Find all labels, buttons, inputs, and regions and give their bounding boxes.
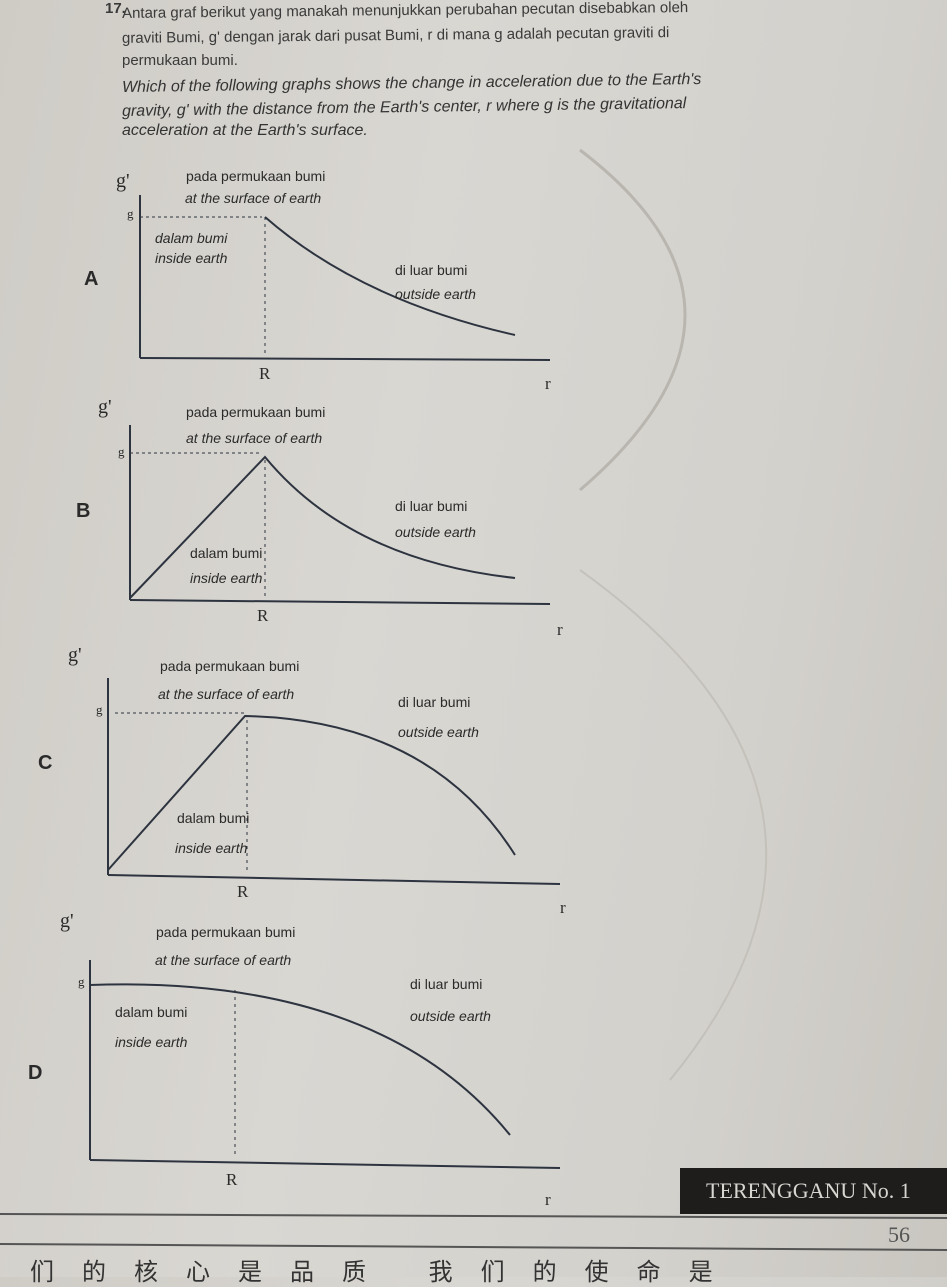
g-tick-label: g: [78, 974, 85, 989]
surface-label-en: at the surface of earth: [155, 952, 292, 968]
x-axis: [89, 1159, 561, 1169]
x-axis: [107, 874, 561, 885]
outside-label-en: outside earth: [395, 286, 476, 302]
inside-label-en: inside earth: [115, 1034, 188, 1050]
curve: [89, 983, 511, 1136]
x-axis-label: r: [560, 898, 566, 917]
outside-label: di luar bumi: [398, 694, 471, 710]
curve: [107, 714, 516, 871]
surface-label: pada permukaan bumi: [186, 404, 326, 420]
bottom-chinese-text: 们的核心是品质 我们的使命是: [30, 1259, 741, 1286]
graph-a: [139, 195, 551, 361]
outside-label-en: outside earth: [395, 524, 476, 540]
graph-c: [107, 678, 561, 885]
option-b-label[interactable]: B: [76, 500, 91, 522]
option-c-label[interactable]: C: [38, 752, 53, 774]
x-axis: [129, 599, 551, 605]
R-label: R: [259, 364, 271, 383]
inside-label: dalam bumi: [115, 1004, 188, 1020]
bleed-through-arc: [579, 569, 768, 1081]
bleed-through-arc: [579, 148, 687, 492]
g-tick-label: g: [96, 702, 103, 717]
surface-label-en: at the surface of earth: [158, 686, 295, 702]
y-axis-label: g': [68, 644, 82, 666]
y-axis-label: g': [98, 396, 112, 418]
x-axis-label: r: [545, 374, 551, 393]
g-tick-label: g: [118, 444, 125, 459]
page-number: 56: [888, 1222, 910, 1247]
inside-label: dalam bumi: [190, 545, 263, 561]
option-a-label[interactable]: A: [84, 268, 99, 290]
x-axis-label: r: [557, 620, 563, 639]
R-label: R: [226, 1170, 238, 1189]
surface-label: pada permukaan bumi: [156, 924, 296, 940]
surface-label-en: at the surface of earth: [186, 430, 323, 446]
question-malay-line: permukaan bumi.: [122, 52, 238, 69]
question-number: 17.: [105, 0, 126, 17]
surface-label-en: at the surface of earth: [185, 190, 322, 206]
question-english-line: acceleration at the Earth's surface.: [122, 122, 368, 139]
g-tick-label: g: [127, 206, 134, 221]
inside-label-en: inside earth: [155, 250, 228, 266]
outside-label-en: outside earth: [410, 1008, 491, 1024]
surface-label: pada permukaan bumi: [186, 168, 326, 184]
option-d-label[interactable]: D: [28, 1062, 43, 1084]
footer-banner: TERENGGANU No. 1: [680, 1168, 947, 1214]
outside-label: di luar bumi: [410, 976, 483, 992]
R-label: R: [257, 606, 269, 625]
y-axis-label: g': [60, 910, 74, 932]
outside-label: di luar bumi: [395, 262, 468, 278]
x-axis-label: r: [545, 1190, 551, 1209]
outside-label: di luar bumi: [395, 498, 468, 514]
y-axis-label: g': [116, 170, 130, 192]
R-label: R: [237, 882, 249, 901]
footer-rule: [0, 1213, 947, 1219]
inside-label-en: inside earth: [190, 570, 263, 586]
inside-label: dalam bumi: [177, 810, 250, 826]
footer-rule: [0, 1243, 947, 1251]
curve: [129, 455, 516, 599]
inside-label-en: inside earth: [175, 840, 248, 856]
outside-label-en: outside earth: [398, 724, 479, 740]
curve: [264, 216, 516, 336]
x-axis: [139, 357, 551, 361]
graph-d: [89, 960, 561, 1169]
surface-label: pada permukaan bumi: [160, 658, 300, 674]
graph-b: [129, 425, 551, 605]
inside-label: dalam bumi: [155, 230, 228, 246]
